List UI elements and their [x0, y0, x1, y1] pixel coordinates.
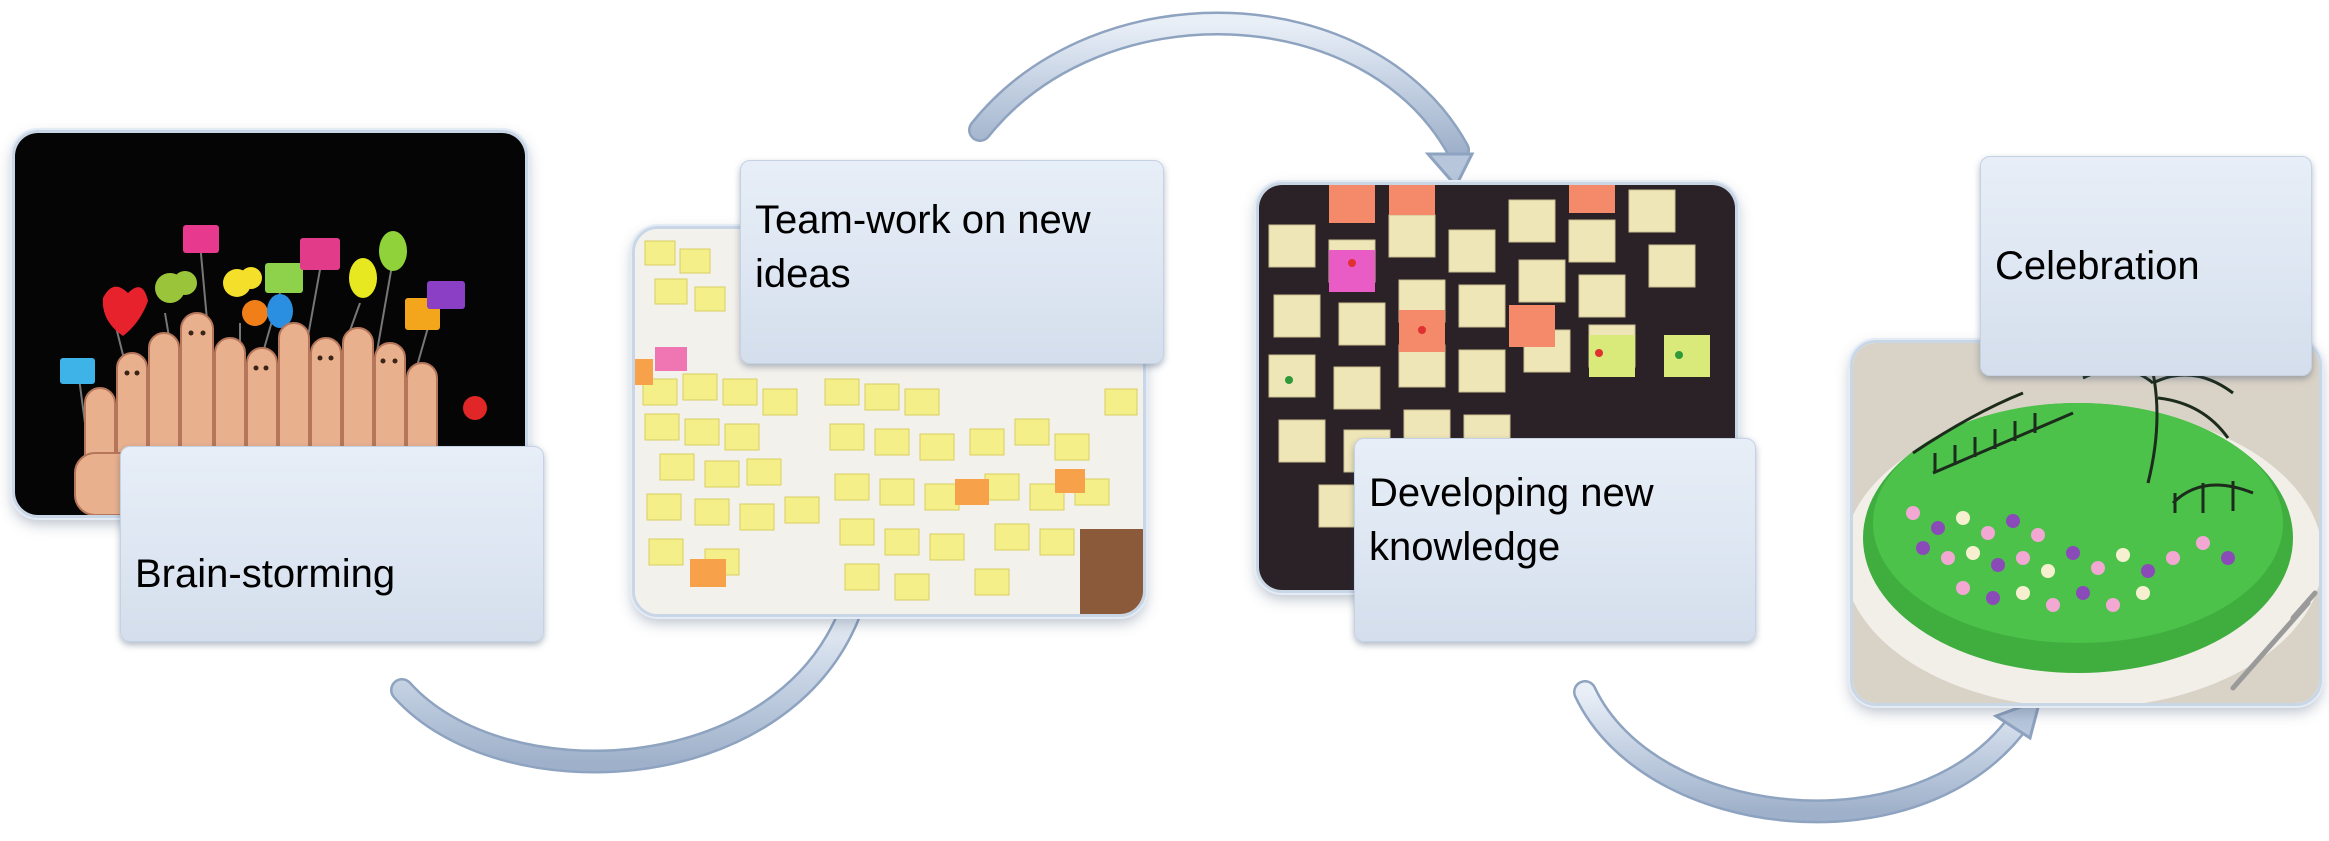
step4-photo — [1850, 340, 2322, 706]
step3-label: Developing new knowledge — [1354, 438, 1756, 642]
step1-label: Brain-storming — [120, 446, 544, 642]
sticky-notes-on-wall-image — [1259, 185, 1735, 590]
step3-label-text: Developing new knowledge — [1369, 471, 1654, 569]
step1-label-text: Brain-storming — [135, 552, 396, 596]
arrow-head-step4 — [1992, 697, 2043, 741]
step2-label-text: Team-work on new ideas — [755, 198, 1091, 296]
green-cake-image — [1853, 343, 2319, 703]
arrow-step3-to-step4 — [1573, 680, 2032, 824]
step2-label: Team-work on new ideas — [740, 160, 1164, 364]
arrow-head-step3 — [1424, 152, 1475, 189]
arrow-step2-to-step3 — [968, 11, 1470, 162]
step4-label: Celebration — [1980, 156, 2312, 376]
step4-label-text: Celebration — [1995, 244, 2200, 288]
